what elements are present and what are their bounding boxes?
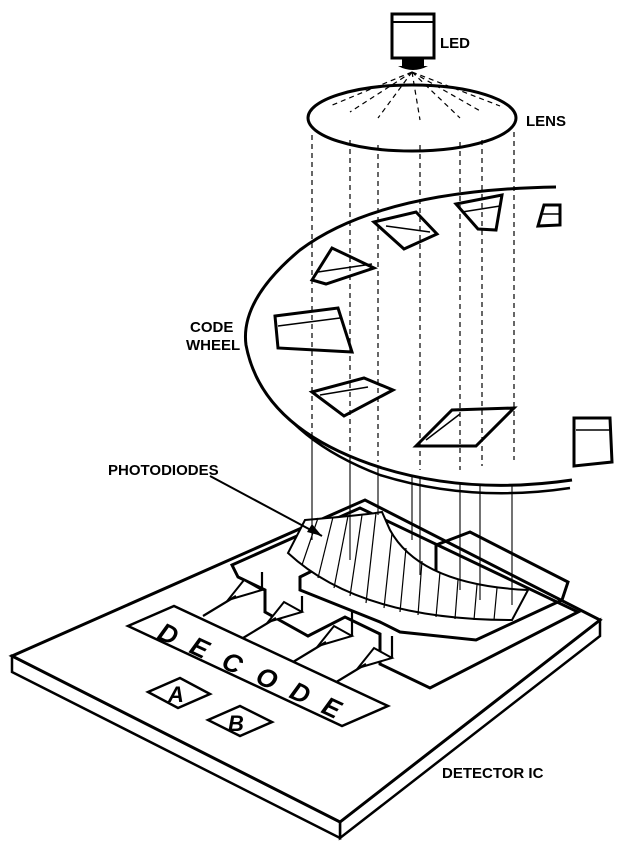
lens [308, 85, 516, 151]
code-wheel-slot-1 [275, 308, 352, 352]
code-wheel-label-line2: WHEEL [186, 337, 240, 354]
detector-ic-label: DETECTOR IC [442, 765, 544, 782]
led-housing [392, 14, 434, 58]
code-wheel [245, 187, 612, 493]
lens-label: LENS [526, 113, 566, 130]
code-wheel-slot-8 [574, 418, 612, 466]
photodiodes-label: PHOTODIODES [108, 462, 219, 479]
channel-a-label: A [167, 682, 184, 707]
led-label: LED [440, 35, 470, 52]
channel-b-label: B [228, 711, 244, 736]
led-emitter [402, 58, 424, 66]
photodiodes-leader [210, 476, 322, 536]
code-wheel-label-line1: CODE [190, 319, 233, 336]
led [392, 14, 434, 70]
